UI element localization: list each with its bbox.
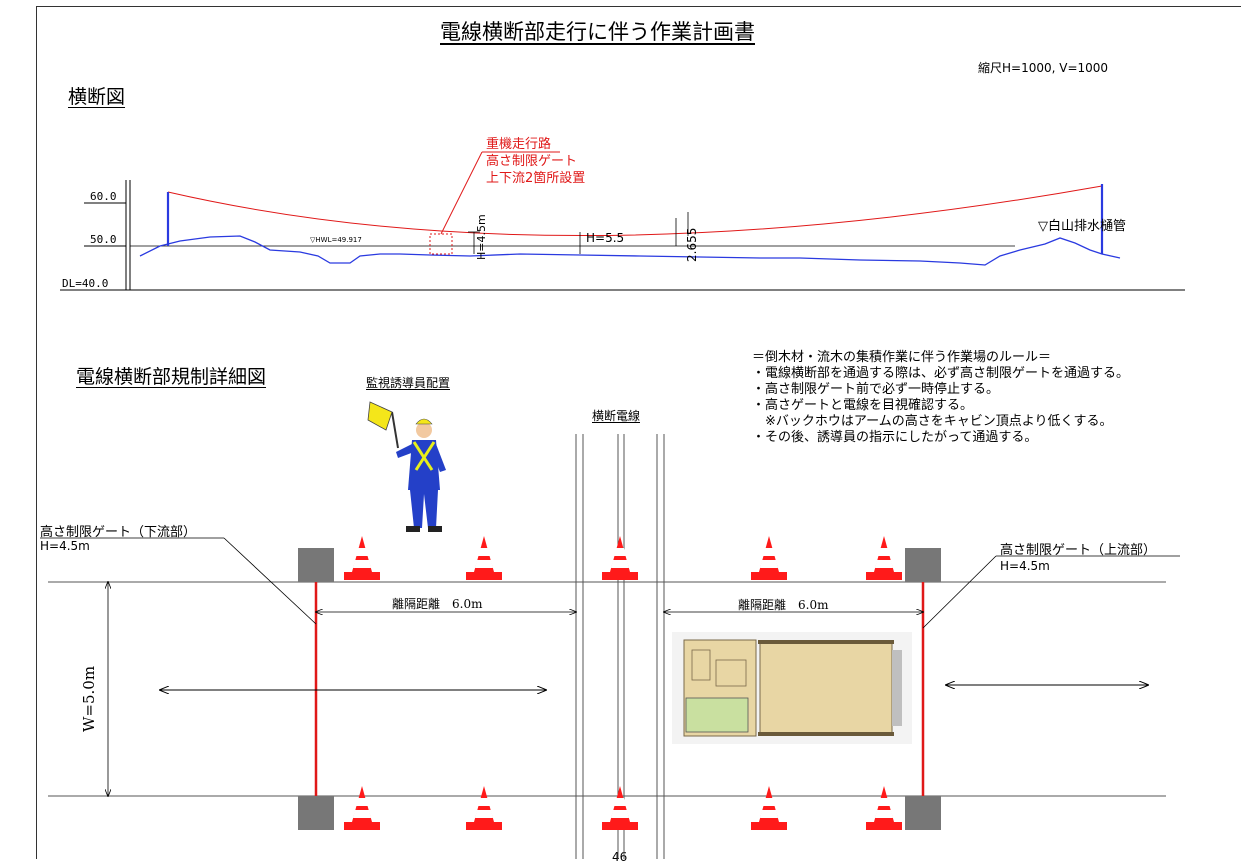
annotation-line-3: 上下流2箇所設置 — [486, 171, 586, 186]
scale-note: 縮尺H=1000, V=1000 — [978, 61, 1109, 75]
rule-item: ・高さ制限ゲート前で必ず一時停止する。 — [752, 382, 1000, 397]
cable-label: 横断電線 — [592, 409, 641, 423]
elevation-50: 50.0 — [90, 233, 117, 246]
rule-item: ※バックホウはアームの高さをキャビン頂点より低くする。 — [752, 414, 1113, 429]
rule-item: ・その後、誘導員の指示にしたがって通過する。 — [752, 430, 1038, 445]
rule-title: ＝倒木材・流木の集積作業に伴う作業場のルール＝ — [752, 350, 1052, 365]
traffic-cone-icon — [466, 786, 502, 830]
excavator-top-view-icon — [672, 632, 912, 744]
elevation-dl40: DL=40.0 — [62, 277, 109, 290]
traffic-cone-icon — [866, 536, 902, 580]
pipe-label: ▽白山排水樋管 — [1038, 219, 1126, 234]
rule-item: ・電線横断部を通過する際は、必ず高さ制限ゲートを通過する。 — [752, 366, 1130, 381]
page-title: 電線横断部走行に伴う作業計画書 — [440, 20, 755, 44]
frame-left — [36, 6, 37, 859]
gate-down-height: H=4.5m — [40, 539, 90, 553]
detail-heading: 電線横断部規制詳細図 — [76, 366, 267, 388]
gate-up-height: H=4.5m — [1000, 559, 1050, 573]
hwl-label: ▽HWL=49.917 — [310, 236, 362, 244]
rule-item: ・高さゲートと電線を目視確認する。 — [752, 398, 974, 413]
cross-section-heading: 横断図 — [68, 86, 126, 108]
annotation-line-2: 高さ制限ゲート — [486, 154, 578, 169]
traffic-cone-icon — [751, 536, 787, 580]
gate-post-icon — [905, 548, 941, 582]
traffic-cone-icon — [751, 786, 787, 830]
elevation-60: 60.0 — [90, 190, 117, 203]
guide-label: 監視誘導員配置 — [366, 376, 451, 390]
flagger-figure-icon — [367, 401, 446, 532]
gate-post-icon — [905, 796, 941, 830]
traffic-cone-icon — [602, 536, 638, 580]
clearance-dim: H=5.5 — [586, 231, 625, 245]
traffic-cone-icon — [344, 536, 380, 580]
rules-block: ＝倒木材・流木の集積作業に伴う作業場のルール＝ ・電線横断部を通過する際は、必ず… — [752, 350, 1129, 446]
gate-down-label: 高さ制限ゲート（下流部） — [40, 525, 197, 540]
annotation-line-1: 重機走行路 — [486, 137, 552, 152]
frame-top — [36, 6, 1241, 7]
gate-post-icon — [298, 796, 334, 830]
traffic-cone-icon — [602, 786, 638, 830]
traffic-cone-icon — [866, 786, 902, 830]
distance-right: 離隔距離 6.0m — [738, 598, 829, 612]
traffic-cone-icon — [466, 536, 502, 580]
traffic-cone-icon — [344, 786, 380, 830]
gate-post-icon — [298, 548, 334, 582]
distance-left: 離隔距離 6.0m — [392, 597, 483, 611]
gate-up-label: 高さ制限ゲート（上流部） — [1000, 543, 1157, 558]
